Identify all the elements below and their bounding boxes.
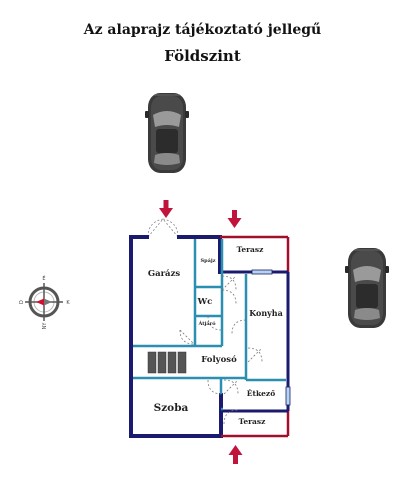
room-label-kitchen: Konyha <box>249 308 283 318</box>
garage-door <box>147 218 179 238</box>
room-label-corridor: Folyosó <box>201 354 237 365</box>
compass-north-label: É <box>42 274 45 282</box>
compass-icon: É K D NY <box>19 274 70 329</box>
entrance-arrow-icon-garage <box>159 200 173 218</box>
entrance-arrow-icon-terrace <box>227 210 242 228</box>
compass-east-label: K <box>66 300 70 306</box>
compass-south-label: D <box>19 300 25 304</box>
car-icon-top-left <box>144 92 190 174</box>
stairs-icon <box>147 351 187 374</box>
room-label-wc: Wc <box>197 297 213 307</box>
room-label-room: Szoba <box>154 402 189 414</box>
floor-subtitle: Földszint <box>164 47 241 65</box>
door-swings <box>179 275 263 425</box>
windows <box>251 269 291 406</box>
inner-walls <box>133 239 286 411</box>
compass-west-label: NY <box>42 322 48 330</box>
room-label-pantry: Spájz <box>201 257 216 264</box>
room-label-terrace-top: Terasz <box>237 245 264 254</box>
room-label-dining: Étkező <box>247 389 275 398</box>
page-title: Az alaprajz tájékoztató jellegű <box>83 22 322 38</box>
room-label-garage: Garázs <box>148 268 181 279</box>
entrance-arrow-icon-bottom <box>228 445 243 464</box>
room-label-passage: Átjáró <box>197 320 216 327</box>
car-icon-right <box>344 247 390 329</box>
room-label-terrace-bottom: Terasz <box>239 417 266 426</box>
outer-walls <box>129 235 223 438</box>
terrace-edges <box>220 235 290 438</box>
